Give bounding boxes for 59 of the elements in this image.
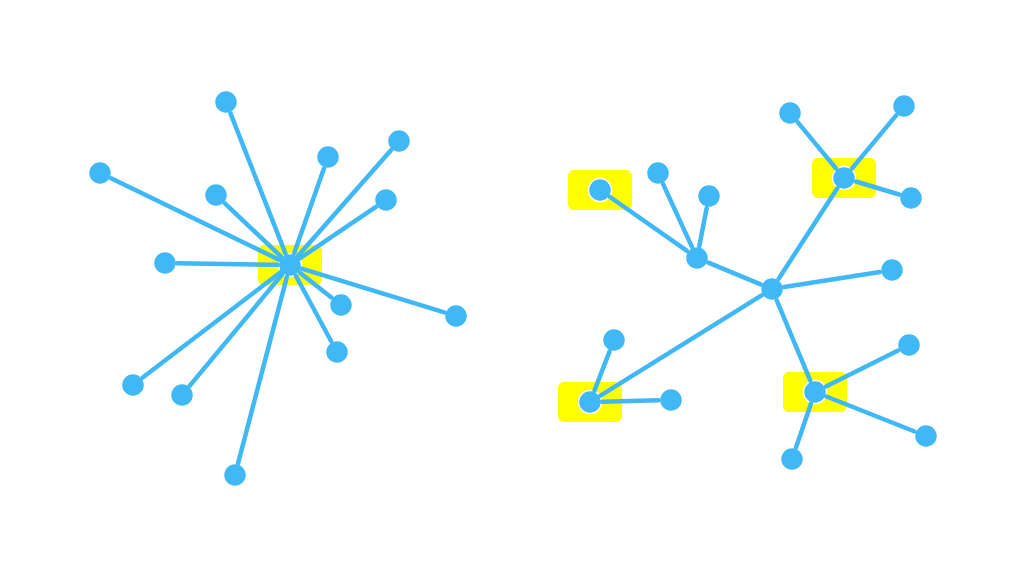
- connector-line: [175, 260, 280, 268]
- graph-node: [913, 423, 939, 449]
- connector-line: [793, 401, 814, 450]
- graph-node: [601, 327, 627, 353]
- graph-node: [658, 387, 684, 413]
- connector-line: [228, 111, 288, 256]
- graph-node: [684, 245, 710, 271]
- connector-line: [781, 269, 883, 290]
- graph-node: [879, 257, 905, 283]
- graph-node: [324, 339, 350, 365]
- connector-line: [108, 176, 282, 262]
- graph-node: [831, 165, 857, 191]
- connector-line: [291, 166, 327, 256]
- graph-node: [443, 303, 469, 329]
- graph-node: [203, 182, 229, 208]
- connector-line: [222, 201, 284, 259]
- graph-node: [891, 93, 917, 119]
- graph-node: [386, 128, 412, 154]
- connector-line: [293, 273, 334, 344]
- graph-node: [645, 160, 671, 186]
- connector-line: [706, 260, 763, 287]
- graph-node: [759, 276, 785, 302]
- connector-line: [598, 293, 764, 398]
- connector-line: [187, 272, 285, 388]
- graph-node: [898, 185, 924, 211]
- connector-line: [849, 113, 899, 171]
- connector-line: [592, 349, 612, 393]
- graph-node: [696, 183, 722, 209]
- connector-line: [297, 270, 334, 300]
- connector-line: [297, 204, 379, 261]
- graph-node: [802, 379, 828, 405]
- graph-node: [373, 187, 399, 213]
- graph-node: [152, 250, 178, 276]
- connector-line: [299, 266, 447, 315]
- graph-node: [277, 252, 303, 278]
- graph-node: [896, 332, 922, 358]
- connector-line: [824, 394, 917, 434]
- connector-line: [853, 179, 902, 197]
- graph-node: [213, 89, 239, 115]
- graph-node: [577, 389, 603, 415]
- graph-node: [222, 462, 248, 488]
- connector-line: [235, 274, 290, 466]
- graph-node: [779, 446, 805, 472]
- connector-line: [660, 181, 695, 250]
- graph-node: [587, 177, 613, 203]
- connector-line: [776, 186, 840, 281]
- connector-line: [295, 147, 394, 259]
- graph-node: [777, 100, 803, 126]
- connector-line: [795, 120, 839, 171]
- connector-line: [140, 270, 283, 380]
- connector-line: [774, 298, 813, 383]
- graph-node: [315, 144, 341, 170]
- connector-line: [823, 348, 901, 389]
- graph-node: [87, 160, 113, 186]
- graph-node: [169, 382, 195, 408]
- connector-line: [697, 205, 709, 249]
- graph-node: [120, 372, 146, 398]
- connector-line: [600, 398, 661, 404]
- graph-node: [328, 292, 354, 318]
